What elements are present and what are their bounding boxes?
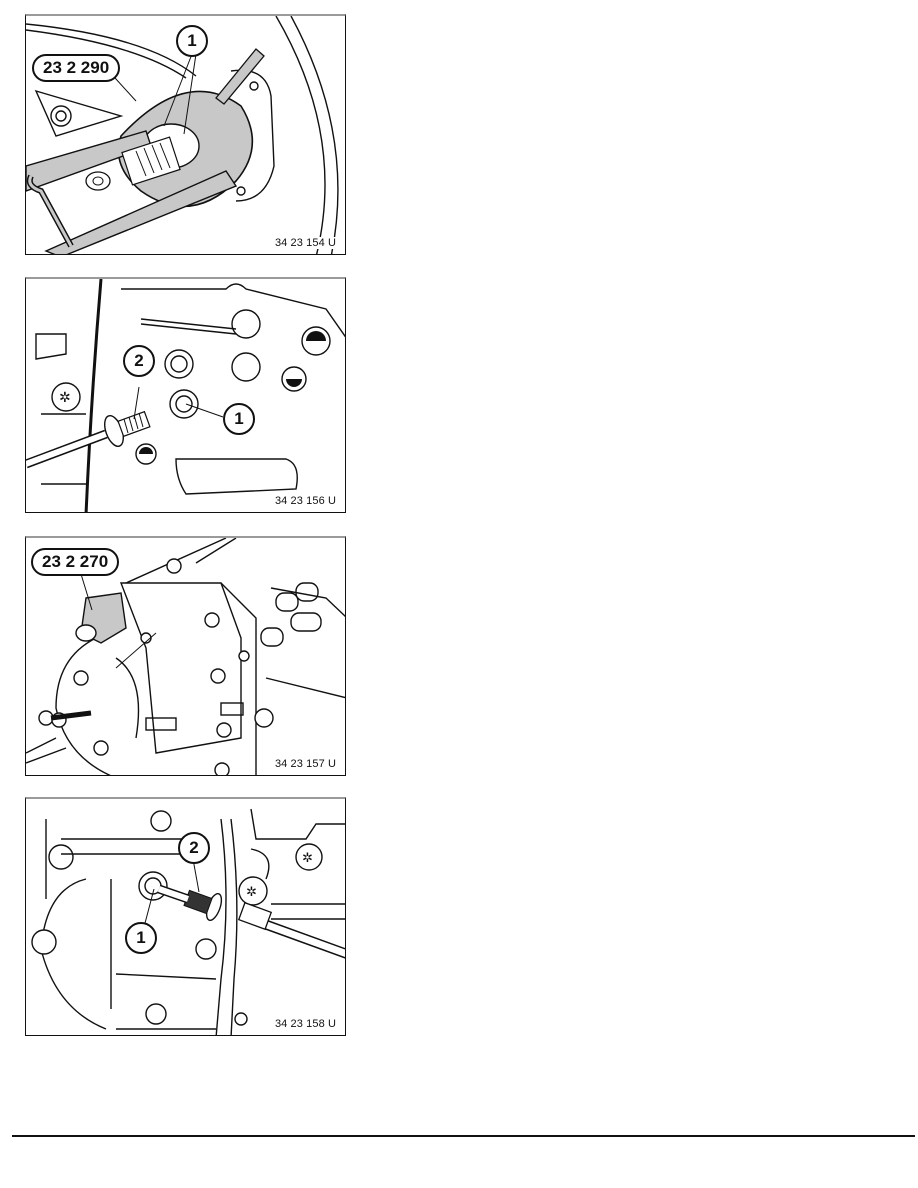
footer-divider (12, 1135, 915, 1137)
callout-1: 1 (223, 403, 255, 435)
illustration-plug-reinstall: ✲ ✲ (31, 808, 345, 1035)
illustration-shift-housing-plug: ✲ (26, 279, 345, 512)
figure-1: 23 2 290 1 34 23 154 U (25, 14, 346, 255)
svg-text:✲: ✲ (246, 884, 257, 899)
figure-code: 34 23 156 U (273, 495, 337, 507)
special-tool-tag: 23 2 270 (31, 548, 120, 576)
figure-2: ✲ 2 1 34 23 156 U (25, 277, 346, 513)
illustration-gearbox-cover-tool (26, 538, 345, 775)
callout-1: 1 (176, 25, 208, 57)
callout-1: 1 (125, 922, 157, 954)
figure-3: 23 2 270 34 23 157 U (25, 536, 346, 776)
callout-2: 2 (178, 832, 210, 864)
figure-code: 34 23 158 U (273, 1018, 337, 1030)
svg-text:✲: ✲ (59, 389, 71, 405)
figure-code: 34 23 157 U (273, 758, 337, 770)
svg-text:✲: ✲ (302, 850, 313, 865)
figure-4: ✲ ✲ 2 1 34 23 158 U (25, 797, 346, 1036)
callout-2: 2 (123, 345, 155, 377)
special-tool-tag: 23 2 290 (32, 54, 121, 82)
figure-code: 34 23 154 U (273, 237, 337, 249)
illustration-drive-flange-tool (26, 16, 339, 254)
